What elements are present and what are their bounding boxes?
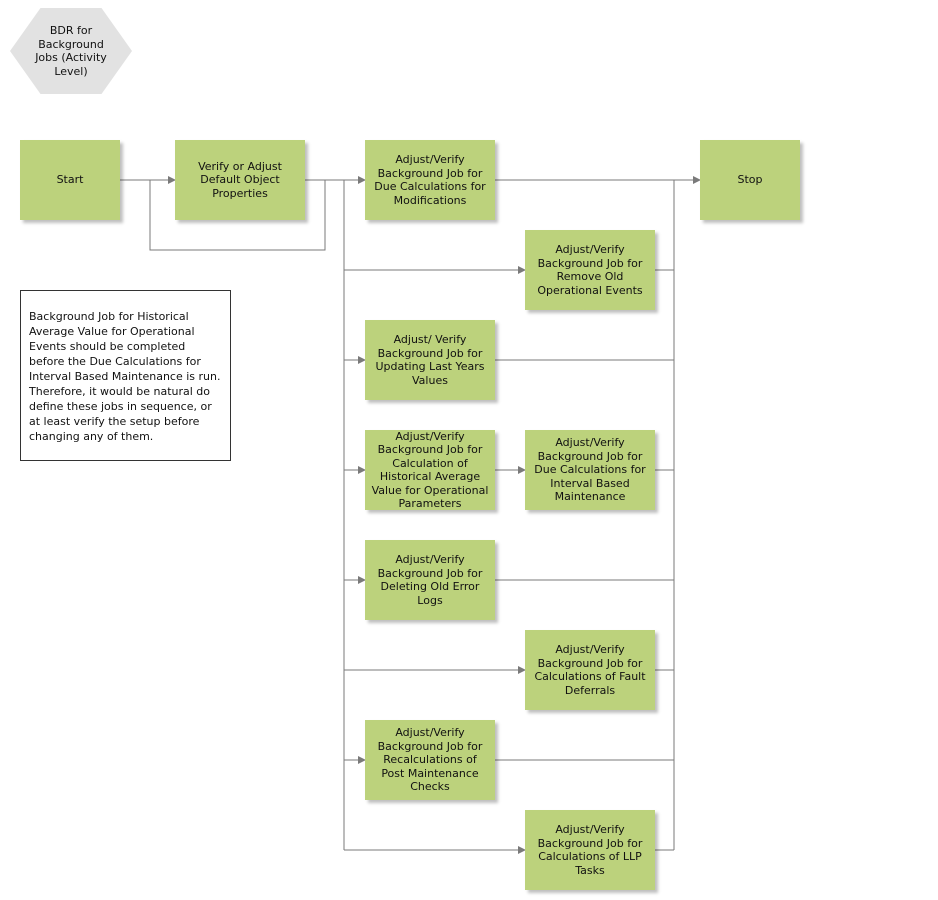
node-fault-deferrals[interactable]: Adjust/Verify Background Job for Calcula… xyxy=(525,630,655,710)
node-interval-based-maintenance[interactable]: Adjust/Verify Background Job for Due Cal… xyxy=(525,430,655,510)
node-start[interactable]: Start xyxy=(20,140,120,220)
node-llp-tasks[interactable]: Adjust/Verify Background Job for Calcula… xyxy=(525,810,655,890)
node-stop[interactable]: Stop xyxy=(700,140,800,220)
node-verify-default-properties[interactable]: Verify or Adjust Default Object Properti… xyxy=(175,140,305,220)
hexagon-shape xyxy=(10,8,132,94)
node-updating-last-years-values[interactable]: Adjust/ Verify Background Job for Updati… xyxy=(365,320,495,400)
annotation-note: Background Job for Historical Average Va… xyxy=(20,290,231,461)
node-due-calc-modifications[interactable]: Adjust/Verify Background Job for Due Cal… xyxy=(365,140,495,220)
node-historical-average-value[interactable]: Adjust/Verify Background Job for Calcula… xyxy=(365,430,495,510)
diagram-title-hexagon: BDR for Background Jobs (Activity Level) xyxy=(10,8,132,94)
node-deleting-old-error-logs[interactable]: Adjust/Verify Background Job for Deletin… xyxy=(365,540,495,620)
node-post-maintenance-checks[interactable]: Adjust/Verify Background Job for Recalcu… xyxy=(365,720,495,800)
edge-start-bypass xyxy=(149,180,326,251)
node-remove-operational-events[interactable]: Adjust/Verify Background Job for Remove … xyxy=(525,230,655,310)
diagram-title: BDR for Background Jobs (Activity Level) xyxy=(35,24,107,78)
